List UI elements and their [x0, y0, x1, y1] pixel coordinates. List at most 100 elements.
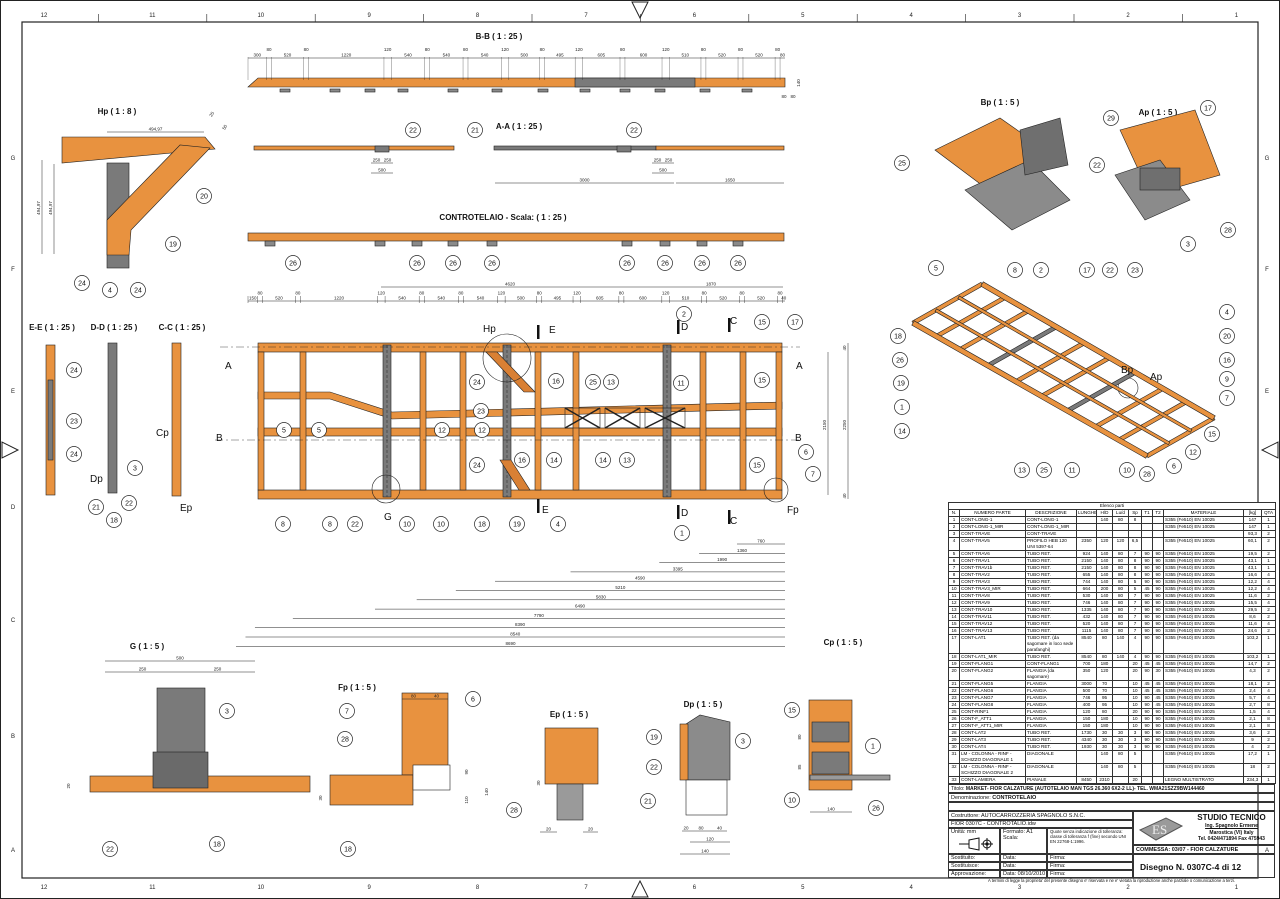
balloon-label: 22 [650, 765, 658, 772]
parts-cell: 20 [1128, 776, 1142, 784]
parts-cell: 5 [1128, 578, 1142, 586]
balloon-label: 15 [788, 708, 796, 715]
parts-column-header: [kg] [1243, 509, 1262, 517]
balloon-iso [1127, 262, 1143, 278]
balloon-iso [928, 260, 944, 276]
aa-dim: 500 [378, 168, 386, 173]
parts-cell: 5,7 [1243, 694, 1262, 702]
balloon-label: 17 [1204, 106, 1212, 113]
balloon-label: 14 [550, 458, 558, 465]
parts-cell: 2 [1260, 736, 1277, 744]
parts-cell: 120 [1112, 537, 1129, 551]
balloon-iso [1185, 444, 1201, 460]
dp-strip [679, 723, 689, 781]
section-cut-marker [677, 320, 680, 334]
view-title-bp: Bp ( 1 : 5 ) [981, 98, 1020, 107]
bb-dim: 120 [501, 47, 509, 52]
parts-cell: 11,6 [1243, 592, 1262, 600]
parts-cell: S355 (Fe510) EN 10025 [1163, 557, 1244, 565]
parts-cell: 90 [1141, 715, 1153, 723]
x-brace [604, 407, 641, 429]
aa-dim: 3000 [579, 178, 590, 183]
parts-cell: CONT-TRAV3 [959, 578, 1026, 586]
balloon-label: 2 [682, 312, 686, 319]
bb-dim: 540 [481, 53, 489, 58]
main-top-dim: 495 [554, 296, 562, 301]
sostituito-label: Sostituito: [948, 854, 1000, 862]
section-mark-dp: Dp [90, 474, 103, 485]
balloon-label: 24 [78, 281, 86, 288]
parts-cell: 19 [948, 660, 960, 668]
ep-flange [556, 783, 584, 821]
balloon-label: 28 [1143, 472, 1151, 479]
parts-cell: 140 [1112, 653, 1129, 661]
parts-cell: 90 [1152, 606, 1164, 614]
parts-cell: 8 [1260, 722, 1277, 730]
parts-cell: CONT-TRAV1 [959, 557, 1026, 565]
parts-cell [1141, 750, 1153, 764]
parts-cell: 9 [948, 578, 960, 586]
parts-cell: 45 [1141, 585, 1153, 593]
parts-cell: 26 [948, 715, 960, 723]
balloon-label: 15 [1208, 432, 1216, 439]
main-top-dim: 80 [777, 291, 783, 296]
parts-cell: 10 [1128, 694, 1142, 702]
bb-dim: 120 [575, 47, 583, 52]
section-mark-d: D [681, 508, 688, 519]
parts-cell: S355 (Fe510) EN 10025 [1163, 523, 1244, 531]
tolerance-note: Quote senza indicazione di tolleranza: c… [1047, 828, 1133, 854]
parts-cell: CONT-TRAVE [1025, 530, 1077, 538]
main-top-dim: 150 [249, 296, 257, 301]
parts-cell: 32 [948, 763, 960, 777]
parts-cell: 90 [1152, 634, 1164, 654]
parts-cell: 24,6 [1243, 627, 1262, 635]
balloon-iso [1036, 462, 1052, 478]
denominazione-label: Denominazione: [951, 795, 991, 801]
parts-cell: 1335 [1076, 606, 1097, 614]
parts-cell: S355 (Fe510) EN 10025 [1163, 667, 1244, 681]
balloon-fp [339, 703, 355, 719]
parts-cell [1141, 523, 1153, 531]
section-cut-marker [728, 510, 731, 524]
view-title-hp: Hp ( 1 : 8 ) [98, 107, 137, 116]
main-top-dim: 80 [295, 291, 301, 296]
main-rail-top [257, 342, 783, 353]
main-crossmember [459, 351, 467, 491]
zone-letter: A [1265, 848, 1269, 854]
parts-cell: 8 [1128, 557, 1142, 565]
parts-cell: 90 [1141, 550, 1153, 558]
parts-cell [1163, 530, 1244, 538]
balloon-bp_ap [1103, 110, 1119, 126]
parts-cell [1152, 750, 1164, 764]
parts-cell: 45 [1141, 687, 1153, 695]
aa-dim: 250 [654, 158, 662, 163]
fp-dim: 90 [464, 769, 469, 775]
parts-cell: TUBO RET. [1025, 653, 1077, 661]
parts-cell: 90 [1141, 708, 1153, 716]
parts-cell: 4 [1260, 599, 1277, 607]
zone-letter: C [11, 618, 16, 624]
parts-cell: 20 [1128, 667, 1142, 681]
balloon-label: 5 [282, 428, 286, 435]
parts-cell: 90 [1152, 715, 1164, 723]
parts-cell: 90 [1141, 571, 1153, 579]
parts-cell: 70 [1096, 687, 1113, 695]
parts-cell: 93,3 [1243, 530, 1262, 538]
balloon-hp [130, 282, 146, 298]
parts-cell: 103,2 [1243, 653, 1262, 661]
cp-insert [811, 751, 850, 775]
balloon-iso [1219, 328, 1235, 344]
parts-cell: DIAGONALE [1025, 763, 1077, 777]
cp-dim: 80 [797, 734, 802, 740]
title-block: Titolo: MARKET- FIOR CALZATURE (AUTOTELA… [948, 784, 1275, 883]
parts-column-header: DESCRIZIONE [1025, 509, 1077, 517]
balloon-label: 18 [894, 334, 902, 341]
parts-cell: 90 [1141, 627, 1153, 635]
balloon-label: 23 [1131, 268, 1139, 275]
parts-cell: TUBO RET. [1025, 557, 1077, 565]
parts-cell: 90 [1141, 653, 1153, 661]
parts-cell [1076, 516, 1097, 524]
